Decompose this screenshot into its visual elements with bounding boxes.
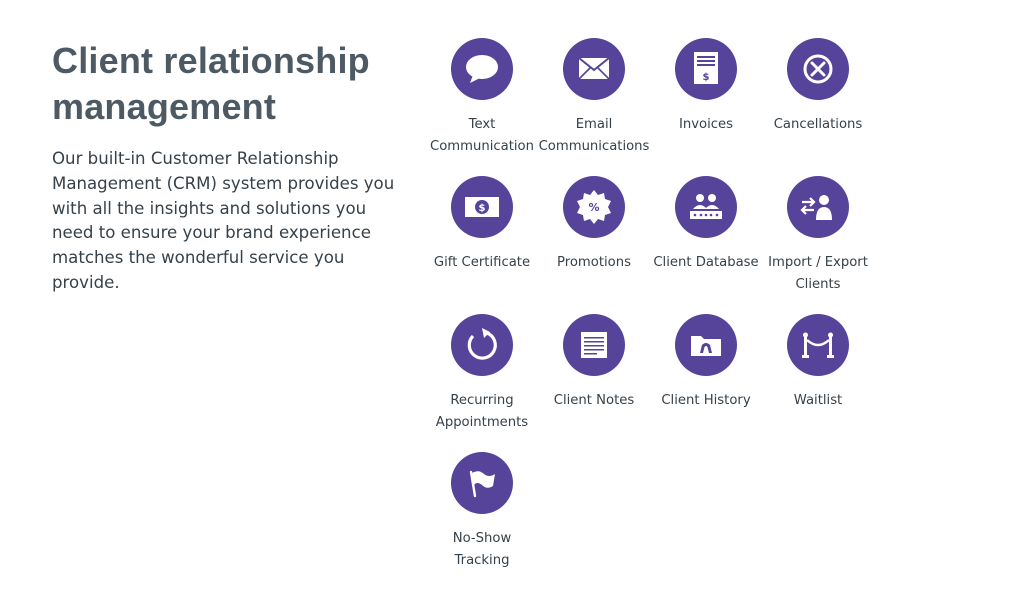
feature-label: Client History bbox=[661, 393, 751, 408]
feature-label: Client Notes bbox=[553, 393, 635, 408]
notes-icon bbox=[563, 314, 625, 376]
feature-label: Waitlist bbox=[793, 393, 843, 408]
import-export-icon bbox=[787, 176, 849, 238]
feature-label: Cancellations bbox=[773, 117, 863, 132]
description: Our built-in Customer Relationship Manag… bbox=[52, 149, 395, 292]
svg-text:%: % bbox=[588, 201, 599, 214]
feature-promotions: % Promotions bbox=[538, 176, 650, 274]
waitlist-rope-icon bbox=[787, 314, 849, 376]
page-title: Client relationship management bbox=[52, 38, 402, 130]
feature-gift-certificate: $ Gift Certificate bbox=[426, 176, 538, 274]
svg-text:$: $ bbox=[703, 72, 710, 83]
feature-client-history: Client History bbox=[650, 314, 762, 412]
gift-certificate-icon: $ bbox=[451, 176, 513, 238]
title-line-2: management bbox=[52, 86, 277, 127]
client-database-icon bbox=[675, 176, 737, 238]
speech-bubble-icon bbox=[451, 38, 513, 100]
promotion-badge-icon: % bbox=[563, 176, 625, 238]
feature-client-notes: Client Notes bbox=[538, 314, 650, 412]
feature-label: Client Database bbox=[653, 255, 759, 270]
feature-cancellations: Cancellations bbox=[762, 38, 874, 136]
envelope-icon bbox=[563, 38, 625, 100]
feature-label: Gift Certificate bbox=[433, 255, 531, 270]
feature-label: Invoices bbox=[678, 117, 734, 132]
feature-invoices: $ Invoices bbox=[650, 38, 762, 136]
invoice-icon: $ bbox=[675, 38, 737, 100]
history-folder-icon bbox=[675, 314, 737, 376]
crm-intro: Client relationship management Our built… bbox=[52, 38, 402, 296]
recurring-icon bbox=[451, 314, 513, 376]
title-line-1: Client relationship bbox=[52, 40, 370, 81]
cancel-icon bbox=[787, 38, 849, 100]
feature-waitlist: Waitlist bbox=[762, 314, 874, 412]
feature-label: Promotions bbox=[557, 255, 631, 270]
flag-icon bbox=[451, 452, 513, 514]
svg-text:$: $ bbox=[479, 203, 486, 214]
feature-client-database: Client Database bbox=[650, 176, 762, 274]
